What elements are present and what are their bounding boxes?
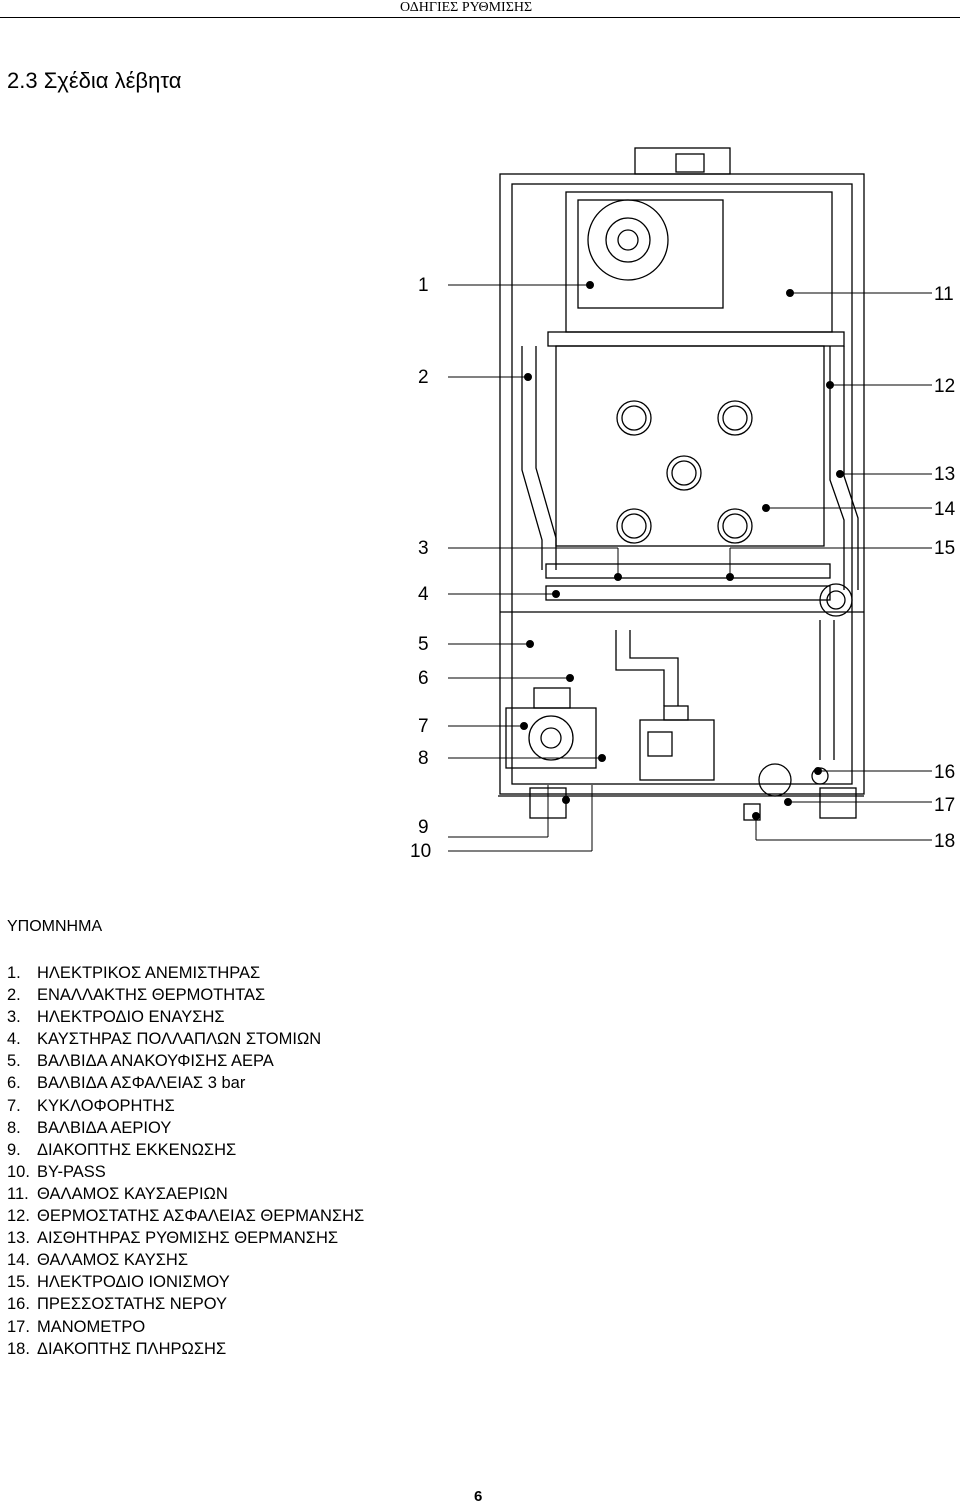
gas-valve [639, 719, 715, 781]
legend-item: 7.ΚΥΚΛΟΦΟΡΗΤΗΣ [7, 1096, 175, 1115]
boiler-diagram [448, 147, 932, 852]
legend-list: 1.ΗΛΕΚΤΡΙΚΟΣ ΑΝΕΜΙΣΤΗΡΑΣ 2.ΕΝΑΛΛΑΚΤΗΣ ΘΕ… [7, 962, 364, 1360]
callout-11: 11 [934, 284, 954, 305]
top-crossbar [547, 331, 845, 347]
legend-item: 13.ΑΙΣΘΗΤΗΡΑΣ ΡΥΘΜΙΣΗΣ ΘΕΡΜΑΝΣΗΣ [7, 1229, 339, 1248]
flue-chamber [565, 191, 833, 333]
combustion-chamber [555, 345, 825, 547]
gas-pipe [615, 630, 665, 706]
inner-frame [511, 183, 853, 785]
callout-15: 15 [934, 538, 956, 559]
legend-item: 1.ΗΛΕΚΤΡΙΚΟΣ ΑΝΕΜΙΣΤΗΡΑΣ [7, 964, 261, 982]
pump-head [528, 715, 574, 761]
header-rule [0, 17, 960, 18]
sight-hole [616, 400, 652, 436]
page-number: 6 [474, 1488, 483, 1505]
legend-item: 15.ΗΛΕΚΤΡΟΔΙΟ ΙΟΝΙΣΜΟΥ [7, 1273, 230, 1292]
callout-9: 9 [418, 817, 429, 838]
right-pipe [829, 346, 845, 590]
legend-item: 16.ΠΡΕΣΣΟΣΤΑΤΗΣ ΝΕΡΟΥ [7, 1295, 228, 1314]
callout-16: 16 [934, 762, 956, 783]
legend-item: 9.ΔΙΑΚΟΠΤΗΣ ΕΚΚΕΝΩΣΗΣ [7, 1140, 237, 1159]
legend-item: 10.BY-PASS [7, 1162, 106, 1181]
legend-item: 12.ΘΕΡΜΟΣΤΑΤΗΣ ΑΣΦΑΛΕΙΑΣ ΘΕΡΜΑΝΣΗΣ [7, 1207, 365, 1226]
callout-3: 3 [418, 538, 429, 559]
legend-item: 4.ΚΑΥΣΤΗΡΑΣ ΠΟΛΛΑΠΛΩΝ ΣΤΟΜΙΩΝ [7, 1030, 322, 1049]
callout-13: 13 [934, 464, 956, 485]
callout-4: 4 [418, 584, 429, 605]
section-title: 2.3 Σχέδια λέβητα [7, 68, 182, 93]
legend-item: 8.ΒΑΛΒΙΔΑ ΑΕΡΙΟΥ [7, 1118, 172, 1137]
outer-frame [499, 173, 865, 795]
legend-item: 3.ΗΛΕΚΤΡΟΔΙΟ ΕΝΑΥΣΗΣ [7, 1008, 225, 1027]
callout-7: 7 [418, 716, 429, 737]
legend-item: 11.ΘΑΛΑΜΟΣ ΚΑΥΣΑΕΡΙΩΝ [7, 1184, 228, 1203]
return-fitting [819, 583, 853, 617]
left-pipe [521, 346, 543, 570]
legend-item: 17.ΜΑΝΟΜΕΤΡΟ [7, 1317, 146, 1336]
callout-6: 6 [418, 668, 429, 689]
pump-body [505, 707, 597, 769]
burner-ramp [545, 563, 831, 579]
callout-18: 18 [934, 831, 956, 852]
legend-item: 5.ΒΑΛΒΙΔΑ ΑΝΑΚΟΥΦΙΣΗΣ ΑΕΡΑ [7, 1052, 274, 1071]
page-header: ΟΔΗΓΙΕΣ ΡΥΘΜΙΣΗΣ [400, 0, 533, 15]
callout-12: 12 [934, 376, 956, 397]
callout-14: 14 [934, 499, 956, 520]
flue-collar [634, 147, 731, 175]
callout-5: 5 [418, 634, 429, 655]
callout-2: 2 [418, 367, 429, 388]
legend-item: 18.ΔΙΑΚΟΠΤΗΣ ΠΛΗΡΩΣΗΣ [7, 1339, 227, 1358]
callout-8: 8 [418, 748, 429, 769]
callout-10: 10 [410, 841, 432, 862]
callout-1: 1 [418, 275, 429, 296]
fan-housing [577, 199, 724, 309]
flue-clamp [675, 153, 705, 173]
legend-item: 2.ΕΝΑΛΛΑΚΤΗΣ ΘΕΡΜΟΤΗΤΑΣ [7, 986, 266, 1005]
fan-scroll [587, 199, 669, 281]
callout-17: 17 [934, 795, 956, 816]
legend-item: 14.ΘΑΛΑΜΟΣ ΚΑΥΣΗΣ [7, 1251, 189, 1270]
pressure-gauge [758, 763, 792, 797]
legend-title: ΥΠΟΜΝΗΜΑ [7, 918, 103, 935]
legend-item: 6.ΒΑΛΒΙΔΑ ΑΣΦΑΛΕΙΑΣ 3 bar [7, 1074, 246, 1093]
